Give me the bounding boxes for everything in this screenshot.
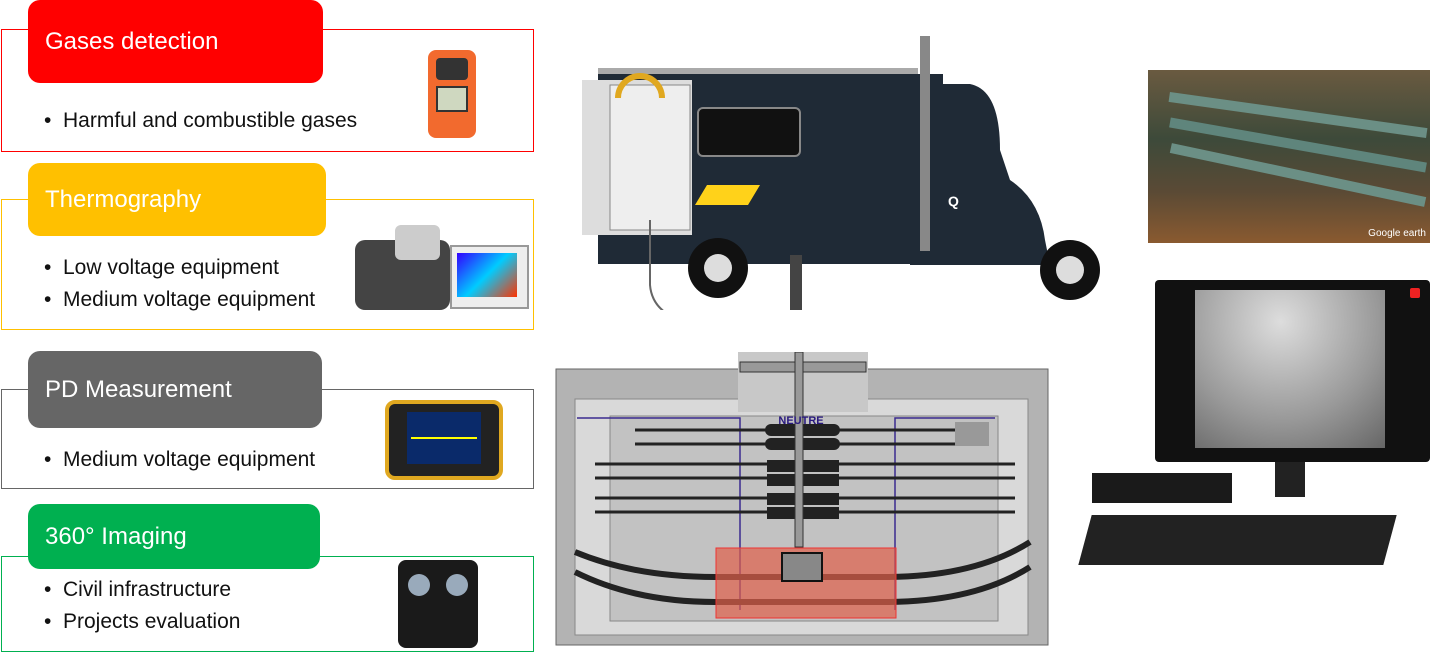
keyboard	[1078, 515, 1397, 565]
monitor	[1155, 280, 1430, 462]
underground-vault-diagram: NEUTRE	[555, 352, 1049, 646]
thermography-bullets: Low voltage equipmentMedium voltage equi…	[44, 252, 315, 316]
computer-tower	[1092, 473, 1232, 503]
hydro-quebec-logo: Q	[948, 193, 959, 209]
google-earth-watermark: Google earth	[1368, 228, 1426, 239]
thermal-camera-icon	[355, 215, 530, 320]
pd-bullets: Medium voltage equipment	[44, 444, 315, 476]
monitor-stand	[1275, 462, 1305, 497]
inspection-truck-image: Q	[582, 36, 1100, 310]
360-bullets: Civil infrastructureProjects evaluation	[44, 574, 240, 638]
pd-measurement-title: PD Measurement	[28, 351, 322, 428]
gases-detection-title: Gases detection	[28, 0, 323, 83]
gas-detector-icon	[428, 50, 476, 138]
thermography-title: Thermography	[28, 163, 326, 236]
gases-bullets: Harmful and combustible gases	[44, 105, 357, 137]
360-camera-icon	[398, 560, 478, 648]
360-imaging-title: 360° Imaging	[28, 504, 320, 569]
pd-tablet-icon	[385, 400, 503, 480]
neutral-label: NEUTRE	[778, 415, 823, 427]
tunnel-panorama-image: Google earth	[1148, 70, 1430, 243]
